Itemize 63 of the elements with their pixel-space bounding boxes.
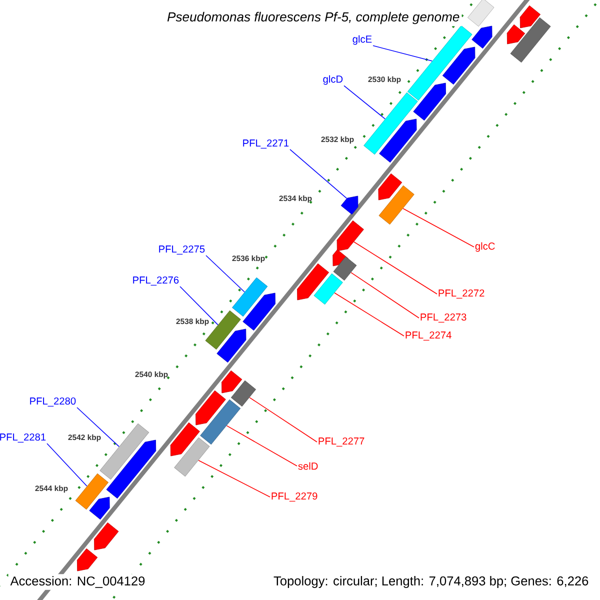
title: Pseudomonas fluorescens Pf-5, complete genome [165, 10, 462, 26]
leader-line [198, 460, 270, 498]
gene-pentagon [520, 5, 541, 28]
gene-pentagon [77, 548, 98, 572]
gene-label: PFL_2280 [30, 397, 76, 407]
gene-pentagon [222, 370, 242, 394]
gene-box [364, 92, 418, 155]
gene-box [510, 17, 551, 63]
gene-label: PFL_2274 [406, 331, 452, 341]
gene-pentagon [472, 26, 492, 49]
leader-line [354, 242, 438, 294]
leader-line [206, 255, 245, 292]
gene-label: glcD [323, 75, 343, 85]
gene-label: PFL_2277 [318, 437, 364, 447]
gene-box [378, 185, 414, 225]
gene-pentagon [336, 220, 364, 252]
gene-box [230, 380, 256, 407]
gene-label: PFL_2275 [159, 245, 205, 255]
gene-box [75, 473, 108, 510]
gene-box [174, 437, 210, 477]
leader-line [226, 425, 298, 466]
gene-label: PFL_2273 [420, 313, 466, 323]
gene-box [314, 273, 343, 305]
gene-box [200, 399, 241, 445]
gene-pentagon [378, 173, 402, 200]
gene-pentagon [170, 422, 200, 456]
gene-pentagon [442, 46, 476, 85]
gene-box [407, 25, 472, 101]
info-text: Accession: NC_004129 [8, 574, 148, 590]
gene-pentagon [196, 390, 226, 426]
leader-line [344, 85, 386, 120]
gene-box [333, 256, 357, 281]
gene-pentagon [506, 24, 526, 44]
gene-box [100, 423, 150, 480]
gene-label: PFL_2276 [133, 276, 179, 286]
gene-box [468, 0, 494, 27]
gene-pentagon [340, 196, 358, 215]
leader-line [402, 208, 474, 248]
gene-pentagon [94, 522, 119, 550]
gene-pentagon [413, 82, 446, 121]
gene-pentagon [242, 292, 276, 331]
leader-line [76, 407, 120, 447]
gene-label: glcC [475, 242, 495, 252]
gene-box [232, 277, 268, 317]
leader-line [180, 286, 218, 326]
gene-label: glcE [352, 35, 372, 45]
leader-line [334, 292, 404, 336]
gene-pentagon [297, 263, 330, 300]
gene-pentagon [106, 440, 156, 499]
leader-line [249, 397, 318, 442]
gene-label: selD [298, 462, 318, 470]
gene-label: PFL_2272 [438, 289, 484, 299]
info-text: Topology: circular; Length: 7,074,893 bp; Genes: 6,226 [272, 574, 591, 590]
gene-pentagon [89, 496, 110, 520]
leader-line [372, 45, 433, 62]
gene-label: PFL_2281 [0, 433, 46, 443]
gene-label: PFL_2279 [272, 492, 318, 502]
gene-label: PFL_2271 [243, 139, 289, 149]
gene-pentagon [216, 328, 246, 363]
leader-line [350, 272, 420, 318]
gene-pentagon [379, 118, 417, 163]
leader-line [46, 443, 88, 487]
leader-line [290, 149, 348, 199]
